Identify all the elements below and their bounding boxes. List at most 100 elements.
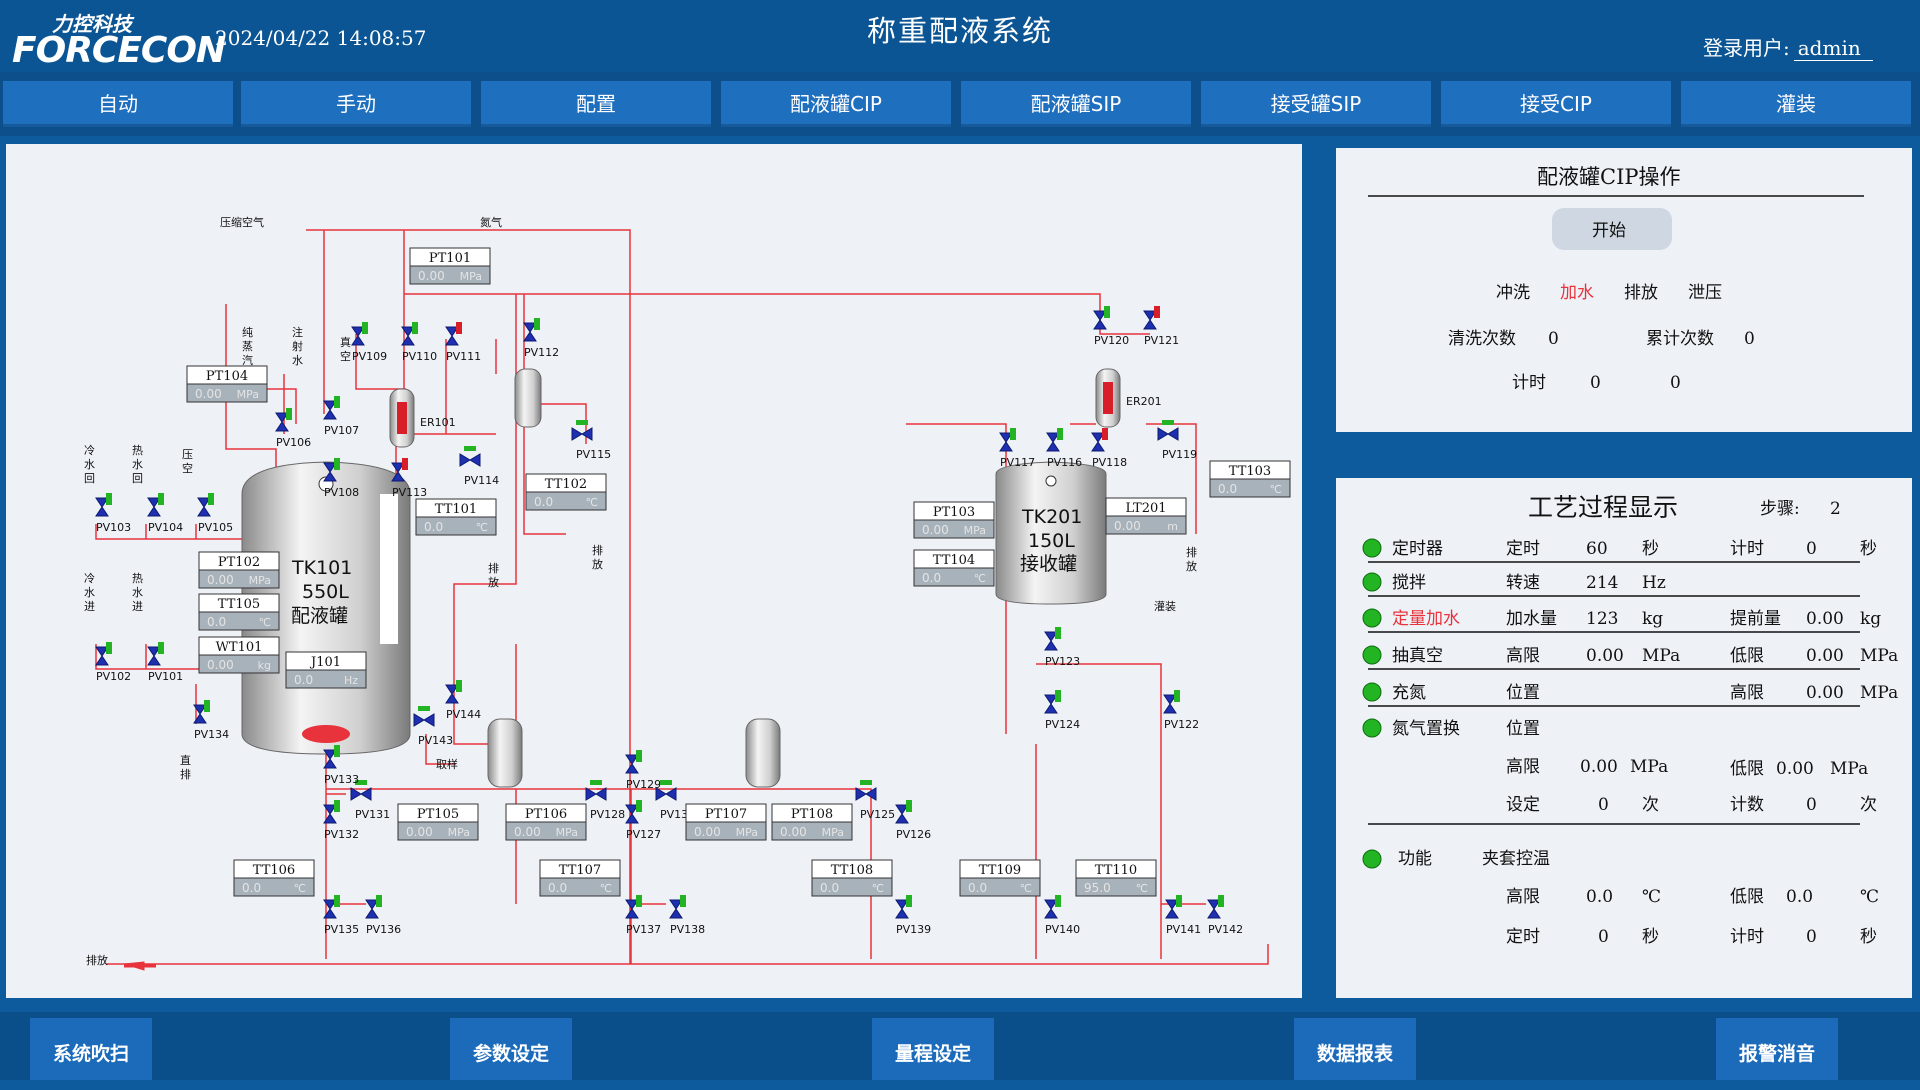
valve-pv142[interactable]: PV142	[1207, 895, 1243, 936]
valve-pv120[interactable]: PV120	[1093, 306, 1129, 347]
row-unit-1: MPa	[1642, 646, 1680, 666]
nav-manual[interactable]: 手动	[241, 81, 471, 127]
instrument-unit: ℃	[872, 882, 884, 895]
nav-receive-cip[interactable]: 接受CIP	[1441, 81, 1671, 127]
valve-pv125[interactable]: PV125	[855, 780, 895, 821]
instrument-tag: J101	[309, 655, 341, 670]
alarm-mute-button[interactable]: 报警消音	[1716, 1018, 1838, 1080]
nav-tank-cip[interactable]: 配液罐CIP	[721, 81, 951, 127]
bottom-toolbar: 系统吹扫 参数设定 量程设定 数据报表 报警消音	[0, 1012, 1920, 1080]
valve-pv119[interactable]: PV119	[1157, 420, 1197, 461]
row-label-2: 提前量	[1730, 609, 1781, 629]
tank-tk101[interactable]: TK101 550L 配液罐	[241, 461, 411, 755]
valve-pv117[interactable]: PV117	[999, 428, 1035, 469]
valve-pv128[interactable]: PV128	[585, 780, 625, 821]
valve-pv108[interactable]: PV108	[323, 458, 359, 499]
valve-pv123[interactable]: PV123	[1044, 627, 1080, 668]
valve-pv107[interactable]: PV107	[323, 396, 359, 437]
row-unit-2: 秒	[1860, 539, 1877, 559]
nav-auto[interactable]: 自动	[3, 81, 233, 127]
valve-pv136[interactable]: PV136	[365, 895, 401, 936]
valve-pv104[interactable]: PV104	[147, 493, 183, 534]
vessel-2	[487, 718, 523, 788]
valve-pv101[interactable]: PV101	[147, 642, 183, 683]
instrument-tag: LT201	[1125, 501, 1166, 516]
valve-pv102[interactable]: PV102	[95, 642, 131, 683]
valve-pv111[interactable]: PV111	[445, 322, 481, 363]
valve-pv118[interactable]: PV118	[1091, 428, 1127, 469]
valve-pv126[interactable]: PV126	[895, 800, 931, 841]
tank2-name: TK201	[1021, 506, 1082, 528]
valve-pv112[interactable]: PV112	[523, 318, 559, 359]
valve-pv144[interactable]: PV144	[445, 680, 481, 721]
nav-tank-sip[interactable]: 配液罐SIP	[961, 81, 1191, 127]
valve-pv106[interactable]: PV106	[275, 408, 311, 449]
step-label: 步骤:	[1760, 499, 1800, 519]
cip-start-button[interactable]	[1552, 208, 1672, 250]
status-indicator-1	[1362, 572, 1382, 592]
valve-pv109[interactable]: PV109	[351, 322, 387, 363]
instrument-tag: TT110	[1095, 863, 1137, 878]
valve-pv103[interactable]: PV103	[95, 493, 131, 534]
valve-label: PV134	[194, 728, 229, 741]
valve-pv131[interactable]: PV131	[350, 780, 390, 821]
valve-pv140[interactable]: PV140	[1044, 895, 1080, 936]
valve-pv115[interactable]: PV115	[571, 420, 611, 461]
nav-config[interactable]: 配置	[481, 81, 711, 127]
valve-pv135[interactable]: PV135	[323, 895, 359, 936]
valve-pv139[interactable]: PV139	[895, 895, 931, 936]
valve-pv129[interactable]: PV129	[625, 750, 661, 791]
param-settings-button[interactable]: 参数设定	[450, 1018, 572, 1080]
nav-filling[interactable]: 灌装	[1681, 81, 1911, 127]
valve-pv133[interactable]: PV133	[323, 745, 359, 786]
tank-tk201[interactable]: TK201 150L 接收罐	[995, 461, 1107, 605]
valve-pv114[interactable]: PV114	[459, 446, 499, 487]
nav-receive-sip[interactable]: 接受罐SIP	[1201, 81, 1431, 127]
valve-pv134[interactable]: PV134	[193, 700, 229, 741]
valve-pv113[interactable]: PV113	[391, 458, 427, 499]
n2-name: 氮气置换	[1392, 719, 1460, 739]
row-label-2: 低限	[1730, 646, 1764, 666]
login-user[interactable]: admin	[1793, 36, 1873, 61]
valve-pv116[interactable]: PV116	[1046, 428, 1082, 469]
range-settings-button[interactable]: 量程设定	[872, 1018, 994, 1080]
valve-pv105[interactable]: PV105	[197, 493, 233, 534]
valve-pv141[interactable]: PV141	[1165, 895, 1201, 936]
valve-pv124[interactable]: PV124	[1044, 690, 1080, 731]
instrument-value: 0.00	[514, 825, 541, 839]
valve-pv138[interactable]: PV138	[669, 895, 705, 936]
instrument-value: 0.00	[418, 269, 445, 283]
valve-pv137[interactable]: PV137	[625, 895, 661, 936]
valve-pv110[interactable]: PV110	[401, 322, 437, 363]
system-purge-button[interactable]: 系统吹扫	[30, 1018, 152, 1080]
valve-pv127[interactable]: PV127	[625, 800, 661, 841]
valve-group: PV101 PV102 PV103 PV104 PV105 PV106 PV107PV108…	[95, 306, 1243, 936]
valve-pv121[interactable]: PV121	[1143, 306, 1179, 347]
data-report-button[interactable]: 数据报表	[1294, 1018, 1416, 1080]
valve-pv132[interactable]: PV132	[323, 800, 359, 841]
valve-pv122[interactable]: PV122	[1163, 690, 1199, 731]
valve-pv143[interactable]: PV143	[413, 706, 453, 747]
function-set-unit: 秒	[1642, 927, 1659, 947]
